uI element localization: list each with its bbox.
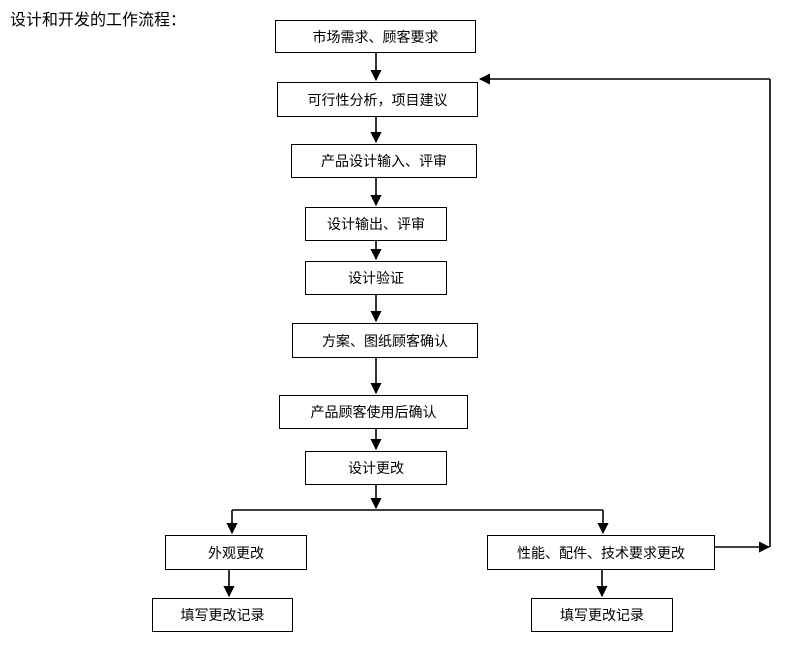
- node-label: 产品顾客使用后确认: [310, 405, 437, 421]
- node-label: 产品设计输入、评审: [321, 154, 447, 170]
- node-appearance-change[interactable]: 外观更改: [165, 535, 307, 570]
- node-label: 填写更改记录: [560, 608, 644, 624]
- node-label: 方案、图纸顾客确认: [322, 333, 448, 350]
- node-label: 市场需求、顾客要求: [312, 29, 439, 46]
- node-design-verification[interactable]: 设计验证: [305, 261, 447, 295]
- node-label: 填写更改记录: [180, 608, 265, 624]
- node-design-output-review[interactable]: 设计输出、评审: [305, 207, 447, 241]
- node-label: 可行性分析，项目建议: [307, 92, 448, 109]
- node-change-record-right[interactable]: 填写更改记录: [531, 598, 673, 632]
- node-label: 性能、配件、技术要求更改: [517, 545, 685, 562]
- node-performance-parts-tech-change[interactable]: 性能、配件、技术要求更改: [487, 535, 715, 570]
- node-label: 设计更改: [348, 461, 404, 477]
- node-market-demand[interactable]: 市场需求、顾客要求: [275, 20, 476, 53]
- node-plan-drawing-customer-confirm[interactable]: 方案、图纸顾客确认: [292, 323, 478, 358]
- node-post-use-customer-confirm[interactable]: 产品顾客使用后确认: [279, 395, 468, 429]
- node-design-input-review[interactable]: 产品设计输入、评审: [291, 144, 477, 178]
- node-feasibility-analysis[interactable]: 可行性分析，项目建议: [277, 82, 478, 117]
- node-design-change[interactable]: 设计更改: [305, 451, 447, 485]
- node-label: 外观更改: [208, 545, 264, 562]
- node-label: 设计验证: [348, 271, 404, 287]
- node-label: 设计输出、评审: [327, 217, 425, 233]
- node-change-record-left[interactable]: 填写更改记录: [152, 598, 293, 632]
- page-title: 设计和开发的工作流程：: [10, 10, 187, 29]
